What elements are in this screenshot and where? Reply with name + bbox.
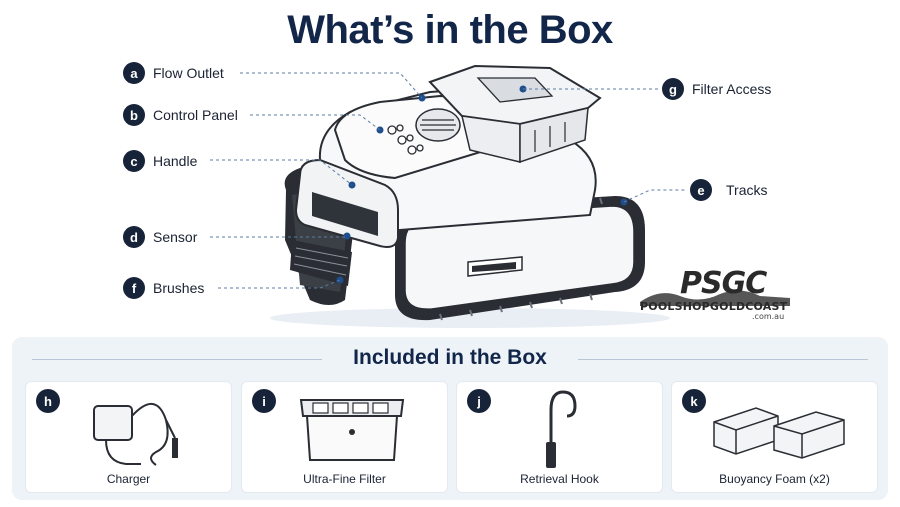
callout-label-brushes: Brushes	[153, 280, 205, 296]
callout-control-panel: b Control Panel	[123, 103, 238, 127]
hook-icon	[546, 390, 577, 468]
filter-basket-icon	[299, 399, 405, 461]
included-card-foam: k Buoyancy Foam (x2)	[671, 381, 878, 493]
logo-name: POOLSHOPGOLDCOAST	[640, 300, 788, 313]
callout-label-tracks: Tracks	[726, 182, 768, 198]
included-card-charger: h Charger	[25, 381, 232, 493]
callout-handle: c Handle	[123, 149, 197, 173]
callout-label-flow-outlet: Flow Outlet	[153, 65, 224, 81]
callout-filter-access: g Filter Access	[662, 77, 771, 101]
callout-label-sensor: Sensor	[153, 229, 198, 245]
divider-right	[578, 359, 868, 360]
card-label-hook: Retrieval Hook	[520, 472, 599, 486]
callout-leader-lines	[210, 72, 686, 289]
card-label-foam: Buoyancy Foam (x2)	[719, 472, 830, 486]
callout-badge-c: c	[123, 150, 145, 172]
included-title: Included in the Box	[353, 346, 547, 369]
logo-domain: .com.au	[752, 312, 785, 321]
card-label-charger: Charger	[106, 472, 151, 486]
callout-brushes: f Brushes	[123, 276, 204, 300]
foam-blocks-icon	[713, 407, 845, 459]
callout-badge-d: d	[123, 226, 145, 248]
charger-icon	[93, 403, 178, 466]
callout-badge-f: f	[123, 277, 145, 299]
pool-robot-illustration	[270, 64, 670, 328]
logo-mark: PSGC	[680, 266, 767, 301]
psgc-logo: PSGC POOLSHOPGOLDCOAST .com.au	[640, 266, 790, 326]
divider-left	[32, 359, 322, 360]
callout-flow-outlet: a Flow Outlet	[123, 61, 224, 85]
callout-sensor: d Sensor	[123, 225, 197, 249]
callout-badge-a: a	[123, 62, 145, 84]
callout-label-filter-access: Filter Access	[692, 81, 772, 97]
included-card-hook: j Retrieval Hook	[456, 381, 663, 493]
callout-label-control-panel: Control Panel	[153, 107, 238, 123]
card-badge-i: i	[252, 389, 276, 413]
callout-tracks: e Tracks	[690, 178, 767, 202]
callout-badge-e: e	[690, 179, 712, 201]
page-title: What’s in the Box	[287, 8, 613, 52]
card-label-filter: Ultra-Fine Filter	[303, 472, 386, 486]
included-card-filter: i Ultra-Fine Filter	[241, 381, 448, 493]
brushes	[290, 240, 352, 286]
callout-badge-g: g	[662, 78, 684, 100]
card-badge-h: h	[36, 389, 60, 413]
card-badge-k: k	[682, 389, 706, 413]
callout-label-handle: Handle	[153, 153, 198, 169]
card-badge-j: j	[467, 389, 491, 413]
callout-badge-b: b	[123, 104, 145, 126]
